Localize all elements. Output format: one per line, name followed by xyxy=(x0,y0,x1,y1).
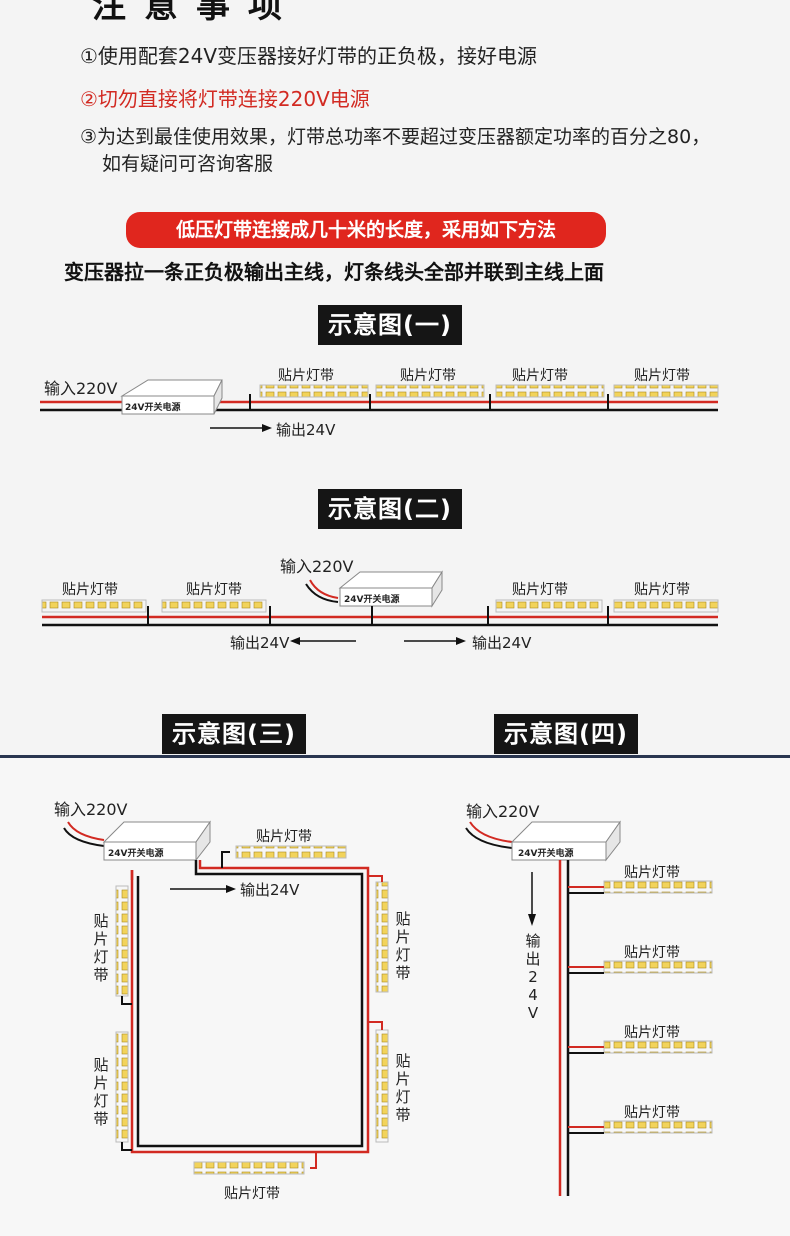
figure-2-title: 示意图(二) xyxy=(318,489,462,529)
fig2-output-label-left: 输出24V xyxy=(230,634,290,652)
figure-1-title: 示意图(一) xyxy=(318,305,462,345)
fig2-strip-label-4: 贴片灯带 xyxy=(634,582,690,598)
fig1-strip-label-2: 贴片灯带 xyxy=(400,368,456,384)
fig2-input-label: 输入220V xyxy=(280,557,354,576)
fig4-strip-label-4: 贴片灯带 xyxy=(624,1105,680,1121)
fig2-output-label-right: 输出24V xyxy=(472,634,532,652)
note-3-line-2: 如有疑问可咨询客服 xyxy=(102,153,274,175)
note-1: ①使用配套24V变压器接好灯带的正负极，接好电源 xyxy=(80,44,538,68)
fig3-strip-label-top: 贴片灯带 xyxy=(256,829,312,845)
fig1-psu-label: 24V开关电源 xyxy=(125,403,181,413)
fig2-strip-label-2: 贴片灯带 xyxy=(186,582,242,598)
fig1-output-label: 输出24V xyxy=(276,421,336,439)
note-2: ②切勿直接将灯带连接220V电源 xyxy=(80,87,370,111)
fig2-psu-label: 24V开关电源 xyxy=(344,595,400,605)
method-subline: 变压器拉一条正负极输出主线，灯条线头全部并联到主线上面 xyxy=(64,260,604,284)
fig2-strip-label-3: 贴片灯带 xyxy=(512,582,568,598)
fig3-strip-label-left-1: 贴片灯带 xyxy=(93,912,109,984)
fig3-strip-label-left-2: 贴片灯带 xyxy=(93,1056,109,1128)
fig4-strip-label-3: 贴片灯带 xyxy=(624,1025,680,1041)
fig3-psu-label: 24V开关电源 xyxy=(108,849,164,859)
fig1-strip-label-4: 贴片灯带 xyxy=(634,368,690,384)
figure-1-drawing xyxy=(40,379,719,432)
note-3: ③为达到最佳使用效果，灯带总功率不要超过变压器额定功率的百分之80， 如有疑问可… xyxy=(80,124,770,178)
fig3-output-label: 输出24V xyxy=(240,881,300,899)
figure-2-drawing xyxy=(41,570,719,645)
section-divider xyxy=(0,755,790,758)
method-banner: 低压灯带连接成几十米的长度，采用如下方法 xyxy=(126,212,606,248)
figure-4-drawing xyxy=(465,820,713,1196)
fig4-input-label: 输入220V xyxy=(466,802,540,821)
page-title: 注意事项 xyxy=(92,0,300,26)
figure-3-drawing xyxy=(63,820,389,1175)
fig4-output-label: 输出24V xyxy=(525,932,541,1022)
fig3-strip-label-bottom: 贴片灯带 xyxy=(224,1186,280,1202)
fig3-strip-label-right-1: 贴片灯带 xyxy=(395,910,411,982)
figure-4-title: 示意图(四) xyxy=(494,714,638,754)
fig1-input-label: 输入220V xyxy=(44,379,118,398)
fig3-input-label: 输入220V xyxy=(54,800,128,819)
figure-3-title: 示意图(三) xyxy=(162,714,306,754)
fig1-strip-label-1: 贴片灯带 xyxy=(278,368,334,384)
note-3-line-1: ③为达到最佳使用效果，灯带总功率不要超过变压器额定功率的百分之80， xyxy=(80,126,711,148)
fig4-strip-label-1: 贴片灯带 xyxy=(624,865,680,881)
fig3-strip-label-right-2: 贴片灯带 xyxy=(395,1052,411,1124)
fig1-strip-label-3: 贴片灯带 xyxy=(512,368,568,384)
fig4-strip-label-2: 贴片灯带 xyxy=(624,945,680,961)
fig4-psu-label: 24V开关电源 xyxy=(518,849,574,859)
fig2-strip-label-1: 贴片灯带 xyxy=(62,582,118,598)
